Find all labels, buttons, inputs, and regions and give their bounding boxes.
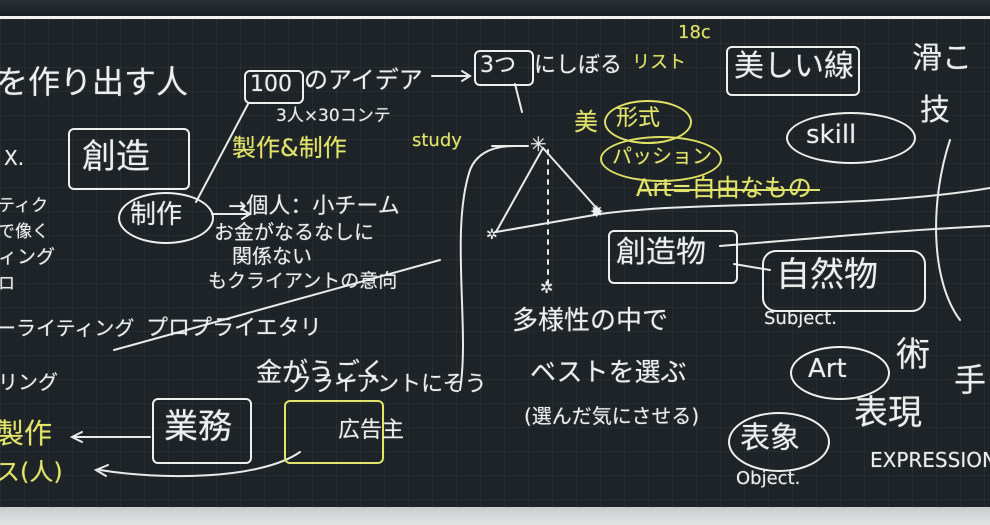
jutsu-label: 術: [896, 335, 930, 375]
skill-label: skill: [806, 120, 857, 150]
sozobutsu-label: 創造物: [616, 235, 706, 270]
ideas-100: 100: [250, 72, 292, 97]
sozo-box: [68, 128, 190, 190]
right-name: 滑こ: [912, 41, 972, 76]
best-label: ベストを選ぶ: [530, 358, 687, 388]
shizenbutsu-label: 自然物: [776, 255, 878, 295]
shiboru-label: にしぼる: [534, 53, 623, 78]
three-box: [474, 50, 534, 86]
gyomu-box: [152, 398, 252, 464]
left-fragment-zuku: 製作: [0, 417, 53, 450]
left-fragment-den: で像く: [0, 222, 49, 242]
kokoku-label: 広告主: [338, 418, 405, 443]
seisaku-seisaku: 製作&制作: [232, 134, 347, 162]
art-oval: [790, 346, 890, 400]
left-fragment-writing: ーライティング: [0, 316, 135, 340]
star-mark-left: ✲: [486, 227, 498, 243]
star-mark: ✳: [530, 132, 547, 156]
eranda-label: (選んだ気にさせる): [524, 404, 700, 428]
left-fragment-x: X.: [4, 146, 25, 170]
sozobutsu-box: [608, 230, 738, 284]
proprietary-label: プロプライエタリ: [146, 316, 322, 341]
waza-label: 技: [920, 93, 950, 128]
kane-ugoku: 金がうごく: [256, 358, 387, 388]
skill-oval: [786, 112, 916, 164]
passion-oval: [600, 136, 722, 182]
okane-label: お金がなるなしに: [214, 220, 374, 244]
left-fragment-ingu: ィング: [0, 246, 56, 268]
passion-label: パッション: [612, 144, 712, 168]
board-top-frame: [0, 0, 990, 16]
three-label: 3つ: [480, 53, 516, 78]
hyogen-label: 表現: [854, 393, 922, 433]
rist-number: 18c: [678, 22, 711, 43]
expression-label: EXPRESSION: [870, 448, 990, 472]
study-label: study: [412, 130, 462, 151]
katachi-label: 形式: [616, 106, 661, 131]
left-fragment-ro: ロ: [0, 274, 15, 294]
art-freedom: Art=自由なもの: [636, 174, 812, 202]
subject-label: Subject.: [764, 308, 838, 329]
left-header: を作り出す人: [0, 63, 189, 101]
kankei-label: 関係ない: [232, 244, 312, 268]
sozo-label: 創造: [82, 137, 150, 177]
left-fragment-ti: ティク: [0, 196, 48, 216]
star-mark-bottom: ✲: [540, 278, 554, 297]
object-label: Object.: [736, 468, 801, 489]
seisaku-label: 制作: [130, 200, 183, 230]
utsukushii-box: [726, 46, 860, 96]
chalk-tray: [0, 507, 990, 525]
art-label: Art: [808, 354, 847, 384]
three-by-thirty: 3人×30コンテ: [276, 106, 391, 126]
kojin-label: →個人：小チーム: [228, 194, 400, 219]
left-fragment-ringu: リング: [0, 370, 58, 394]
taisho-oval: [728, 412, 830, 472]
shizenbutsu-box: [762, 250, 926, 312]
client-sou-box: [284, 400, 384, 464]
utsukushii-label: 美しい線: [734, 49, 854, 84]
tayosei-label: 多様性の中で: [512, 306, 669, 336]
chalkboard-surface: [0, 16, 990, 510]
ideas-text: のアイデア: [304, 66, 423, 94]
seisaku-oval: [118, 192, 214, 244]
client-sou: クライアントにそう: [290, 372, 487, 397]
client-ikou: もクライアントの意向: [208, 270, 398, 292]
star-mark-right: ✸: [590, 202, 604, 221]
taisho-label: 表象: [740, 421, 800, 456]
hand-label: 手: [954, 361, 987, 399]
gyomu-label: 業務: [164, 407, 232, 447]
ideas-100-box: [244, 70, 304, 104]
bi-label: 美: [574, 108, 598, 136]
left-fragment-su: ス(人): [0, 458, 63, 486]
rist-label: リスト: [632, 52, 686, 73]
